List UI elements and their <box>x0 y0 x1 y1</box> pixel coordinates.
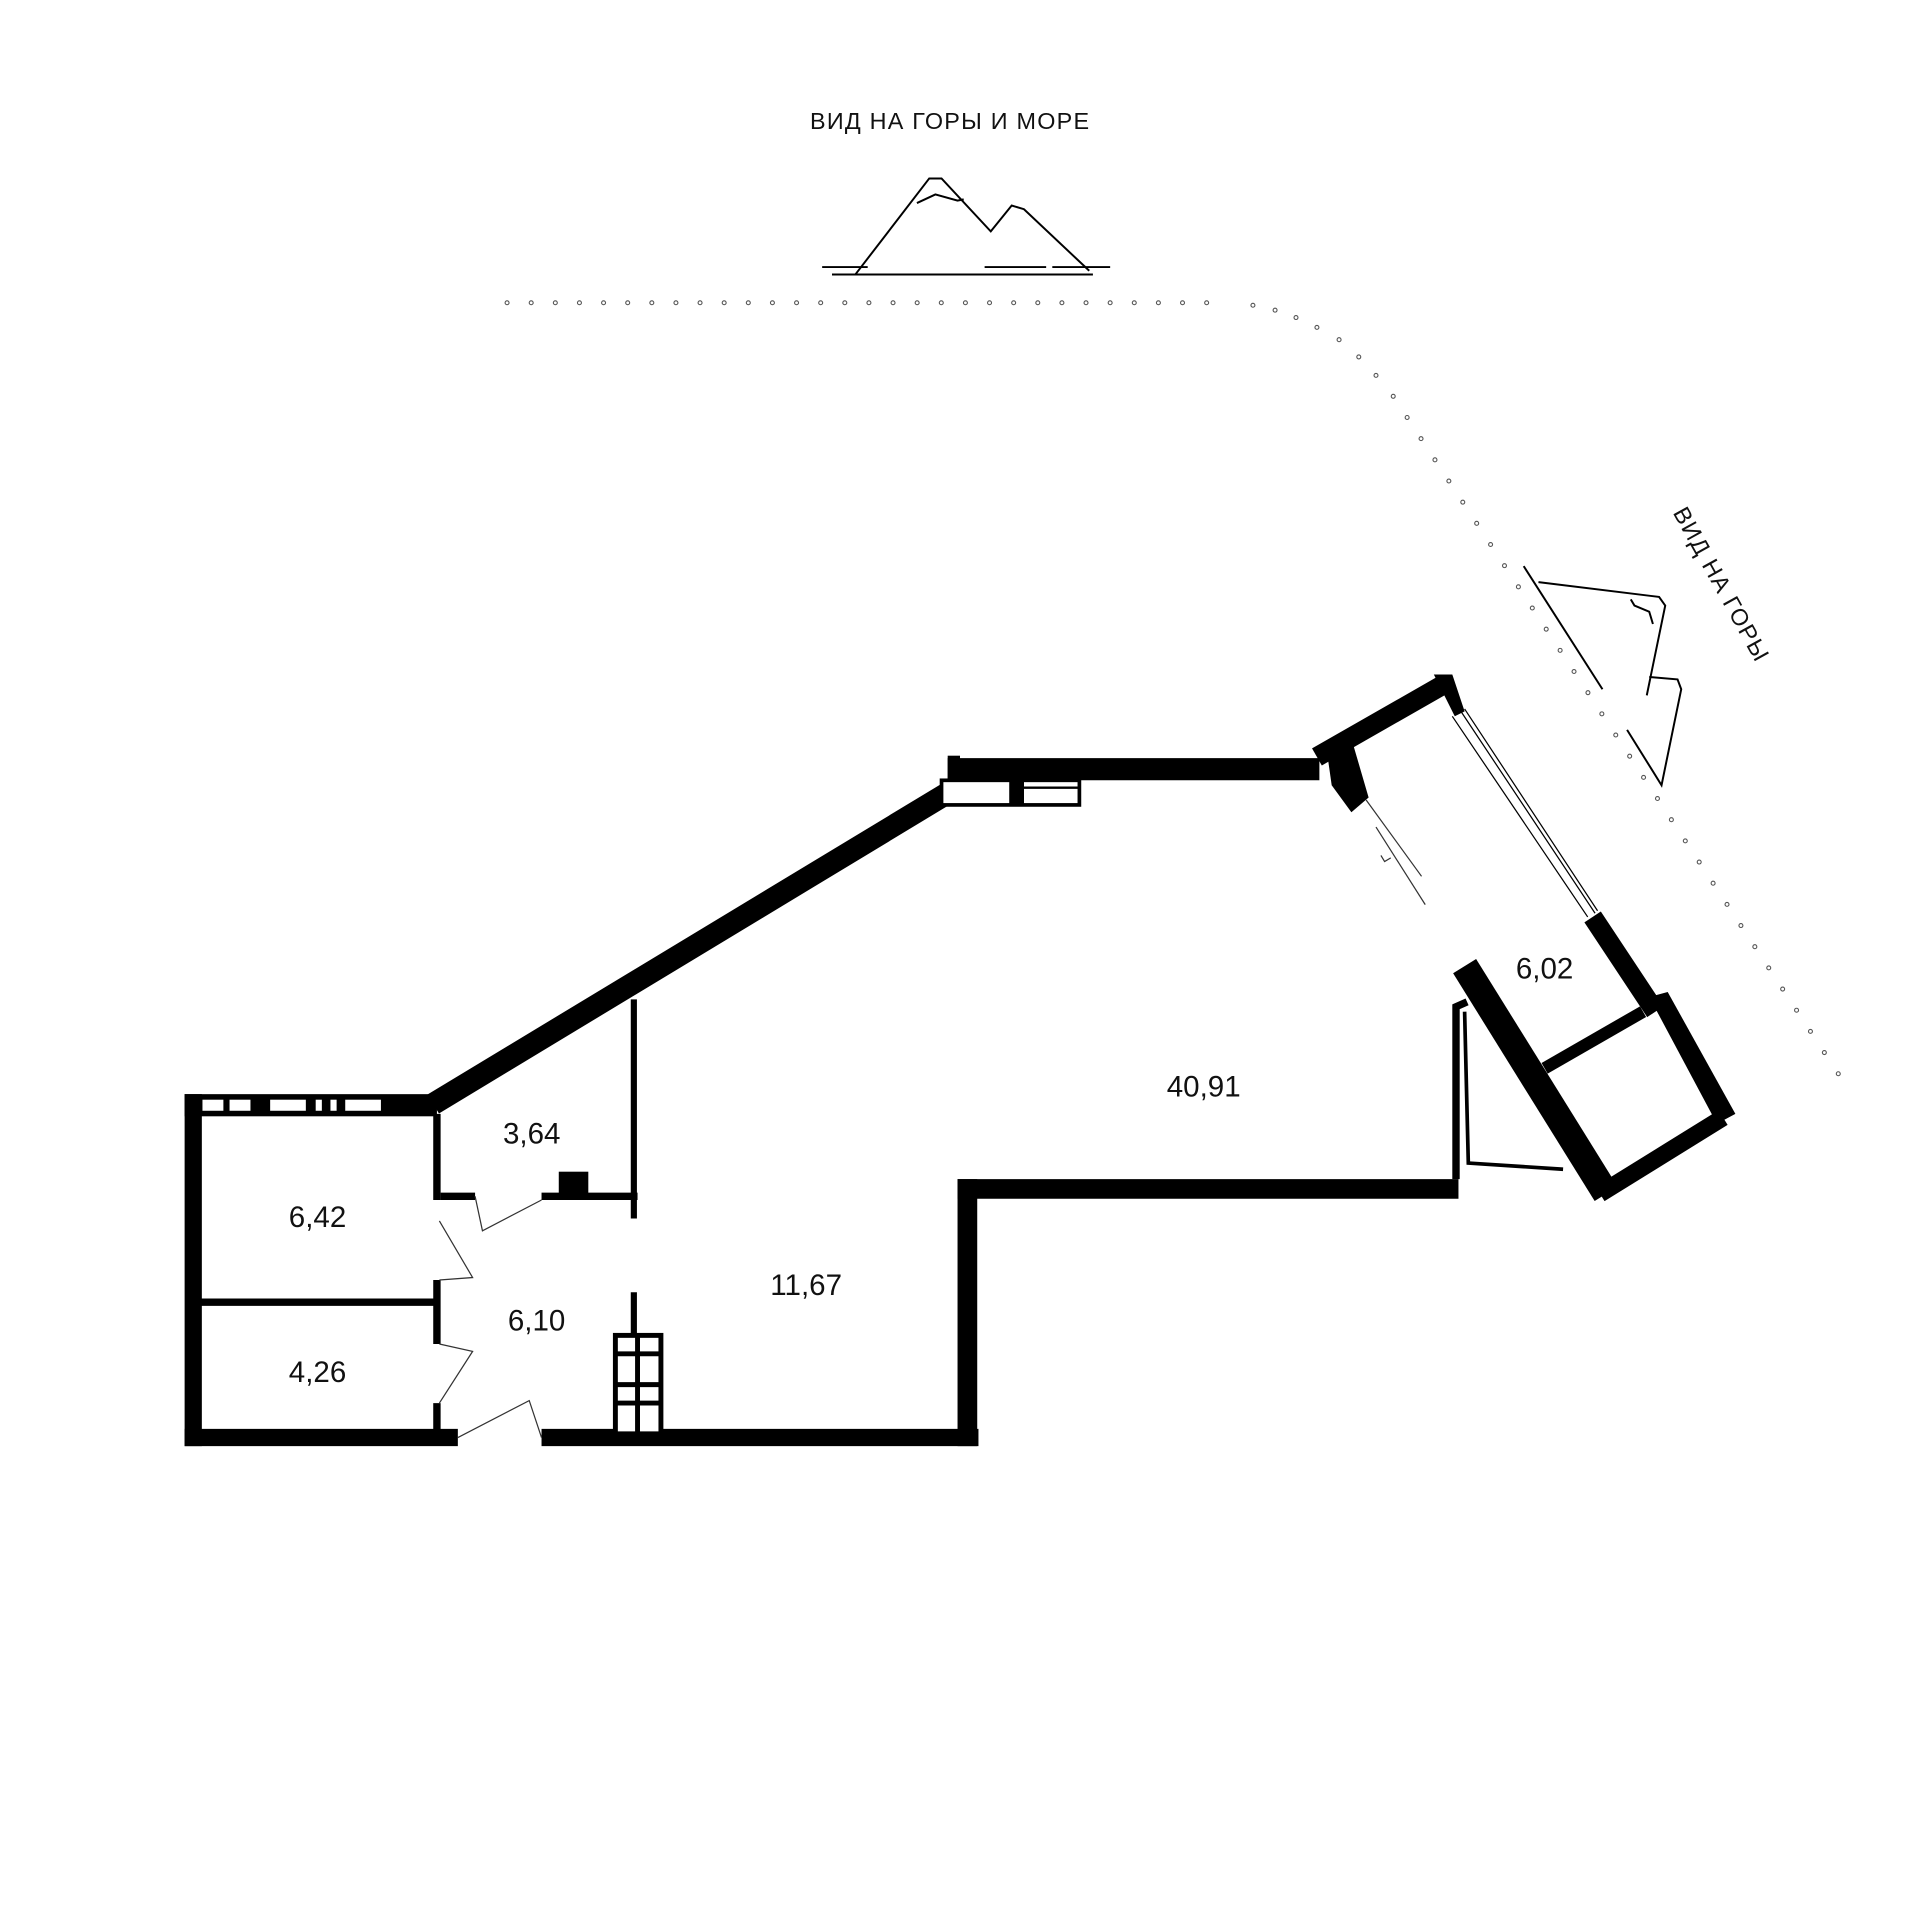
view-dot <box>890 300 896 306</box>
view-dot <box>1107 300 1113 306</box>
room-area-hall: 6,10 <box>508 1304 565 1337</box>
view-dot <box>625 300 631 306</box>
view-dot <box>818 300 824 306</box>
view-dot <box>987 300 993 306</box>
view-dot <box>1180 300 1186 306</box>
view-dot <box>1738 923 1744 929</box>
view-dot <box>1356 354 1362 360</box>
doors <box>438 1196 543 1439</box>
mountain-icon <box>1522 565 1683 788</box>
view-dot <box>1293 315 1299 321</box>
wardrobe <box>612 1332 664 1437</box>
walls <box>184 674 1736 1447</box>
view-dot <box>601 300 607 306</box>
view-dot <box>1155 300 1161 306</box>
view-dot <box>794 300 800 306</box>
view-dot <box>1035 300 1041 306</box>
view-dot <box>1083 300 1089 306</box>
view-dot <box>552 300 558 306</box>
view-dot <box>769 300 775 306</box>
view-dot <box>914 300 920 306</box>
view-dot <box>1780 986 1786 992</box>
view-dot <box>1613 732 1619 738</box>
view-dot <box>1794 1007 1800 1013</box>
room-area-room-b: 4,26 <box>289 1356 346 1389</box>
view-dot <box>1460 499 1466 505</box>
view-dot <box>1515 584 1521 590</box>
view-dot <box>1599 711 1605 717</box>
view-dot <box>1696 859 1702 865</box>
sliding-door <box>1365 799 1426 905</box>
room-area-living: 40,91 <box>1167 1071 1241 1104</box>
view-dot <box>1131 300 1137 306</box>
view-dot <box>1585 690 1591 696</box>
room-area-balcony: 6,02 <box>1516 952 1573 985</box>
view-dot <box>1821 1050 1827 1056</box>
view-dot <box>1432 457 1438 463</box>
view-dot <box>1571 668 1577 675</box>
view-dot <box>1272 307 1278 313</box>
view-dot <box>673 300 679 306</box>
view-dot <box>528 300 534 306</box>
view-dot <box>1204 300 1210 306</box>
view-dot <box>866 300 872 306</box>
view-dot <box>1668 817 1674 823</box>
view-dot <box>1543 626 1549 632</box>
view-dot <box>1059 300 1065 306</box>
room-area-room-a: 6,42 <box>289 1201 346 1234</box>
view-dot <box>1682 838 1688 844</box>
view-dot <box>745 300 751 306</box>
view-dot <box>1807 1028 1813 1034</box>
view-label-mountains-sea: ВИД НА ГОРЫ И МОРЕ <box>810 108 1090 134</box>
view-boundary-dots <box>504 300 1841 1077</box>
view-dot <box>1627 753 1633 759</box>
view-dot <box>1250 302 1256 308</box>
view-dot <box>962 300 968 306</box>
window <box>939 778 1082 807</box>
view-dot <box>1835 1071 1841 1077</box>
view-dot <box>1373 372 1379 378</box>
mountain-sea-icon <box>822 177 1111 276</box>
room-area-storage: 3,64 <box>503 1117 560 1150</box>
view-dot <box>1314 324 1320 330</box>
view-dot <box>842 300 848 306</box>
view-dot <box>1011 300 1017 306</box>
view-dot <box>1446 478 1452 484</box>
view-dot <box>504 300 510 306</box>
view-dot <box>1474 520 1480 526</box>
view-dot <box>1418 436 1424 442</box>
view-dot <box>938 300 944 306</box>
view-dot <box>697 300 703 306</box>
view-dot <box>1488 541 1494 548</box>
view-dot <box>649 300 655 306</box>
view-dot <box>1404 414 1410 421</box>
room-area-corridor: 11,67 <box>770 1269 842 1302</box>
balcony-window <box>1451 708 1599 918</box>
view-dot <box>1752 944 1758 950</box>
view-dot <box>1529 605 1535 611</box>
view-dot <box>1654 796 1660 802</box>
view-dot <box>1724 901 1730 907</box>
view-dot <box>1336 337 1342 343</box>
view-dot <box>1557 647 1563 653</box>
view-label-mountains: ВИД НА ГОРЫ <box>1668 502 1775 666</box>
view-dot <box>1390 393 1396 399</box>
view-dot <box>1766 965 1772 971</box>
view-dot <box>1710 880 1716 886</box>
view-dot <box>576 300 582 306</box>
view-dot <box>1641 774 1647 780</box>
view-dot <box>721 300 727 306</box>
view-dot <box>1501 563 1508 569</box>
window <box>201 1098 383 1112</box>
